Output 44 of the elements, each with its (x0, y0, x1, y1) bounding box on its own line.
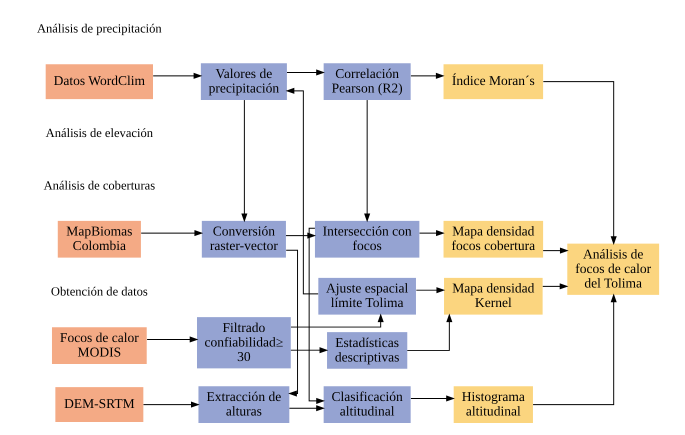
node-box: Conversión raster-vector (202, 220, 286, 258)
arrow (364, 100, 370, 222)
node-box: Mapa densidad Kernel (444, 278, 543, 315)
node-box: Análisis de focos de calor del Tolima (567, 244, 660, 295)
arrow (542, 81, 617, 245)
arrow (542, 248, 569, 254)
label: Análisis de precipitación (36, 22, 162, 36)
arrow (143, 402, 200, 408)
arrow (288, 405, 325, 412)
node-box: Histograma altitudinal (454, 386, 533, 423)
arrow (241, 100, 248, 222)
node-box: Datos WordClim (46, 64, 153, 100)
node-box: Extracción de alturas (198, 386, 290, 423)
node-box: Ajuste espacial límite Tolima (318, 278, 416, 315)
node-box: Mapa densidad focos cobertura (444, 220, 544, 258)
node-box: Focos de calor MODIS (52, 327, 147, 364)
label: Análisis de coberturas (44, 178, 156, 192)
arrow (532, 294, 617, 406)
arrow (419, 230, 445, 236)
arrow (286, 69, 325, 76)
arrow (290, 347, 328, 354)
arrow (140, 230, 204, 236)
arrow (308, 228, 325, 404)
node-box: DEM-SRTM (55, 387, 144, 422)
arrow (542, 283, 568, 290)
node-box: Clasificación altitudinal (324, 386, 411, 423)
node-box: Correlación Pearson (R2) (324, 63, 411, 100)
arrow (406, 313, 452, 351)
arrow (416, 287, 446, 294)
label: Análisis de elevación (46, 126, 153, 140)
node-box: Filtrado confiabilidad≥ 30 (197, 317, 291, 368)
node-box: Valores de precipitación (200, 63, 287, 100)
arrow (410, 395, 455, 402)
label: Obtención de datos (50, 284, 148, 299)
node-box: Estadísticas descriptivas (327, 332, 408, 369)
arrow (410, 72, 445, 79)
arrow (286, 250, 298, 397)
node-box: Índice Moran´s (444, 64, 544, 100)
node-box: MapBiomas Colombia (58, 220, 141, 258)
arrow (290, 313, 384, 328)
node-box: Intersección con focos (314, 220, 420, 258)
arrow (152, 72, 202, 79)
arrow (286, 88, 319, 294)
arrow (146, 336, 198, 343)
